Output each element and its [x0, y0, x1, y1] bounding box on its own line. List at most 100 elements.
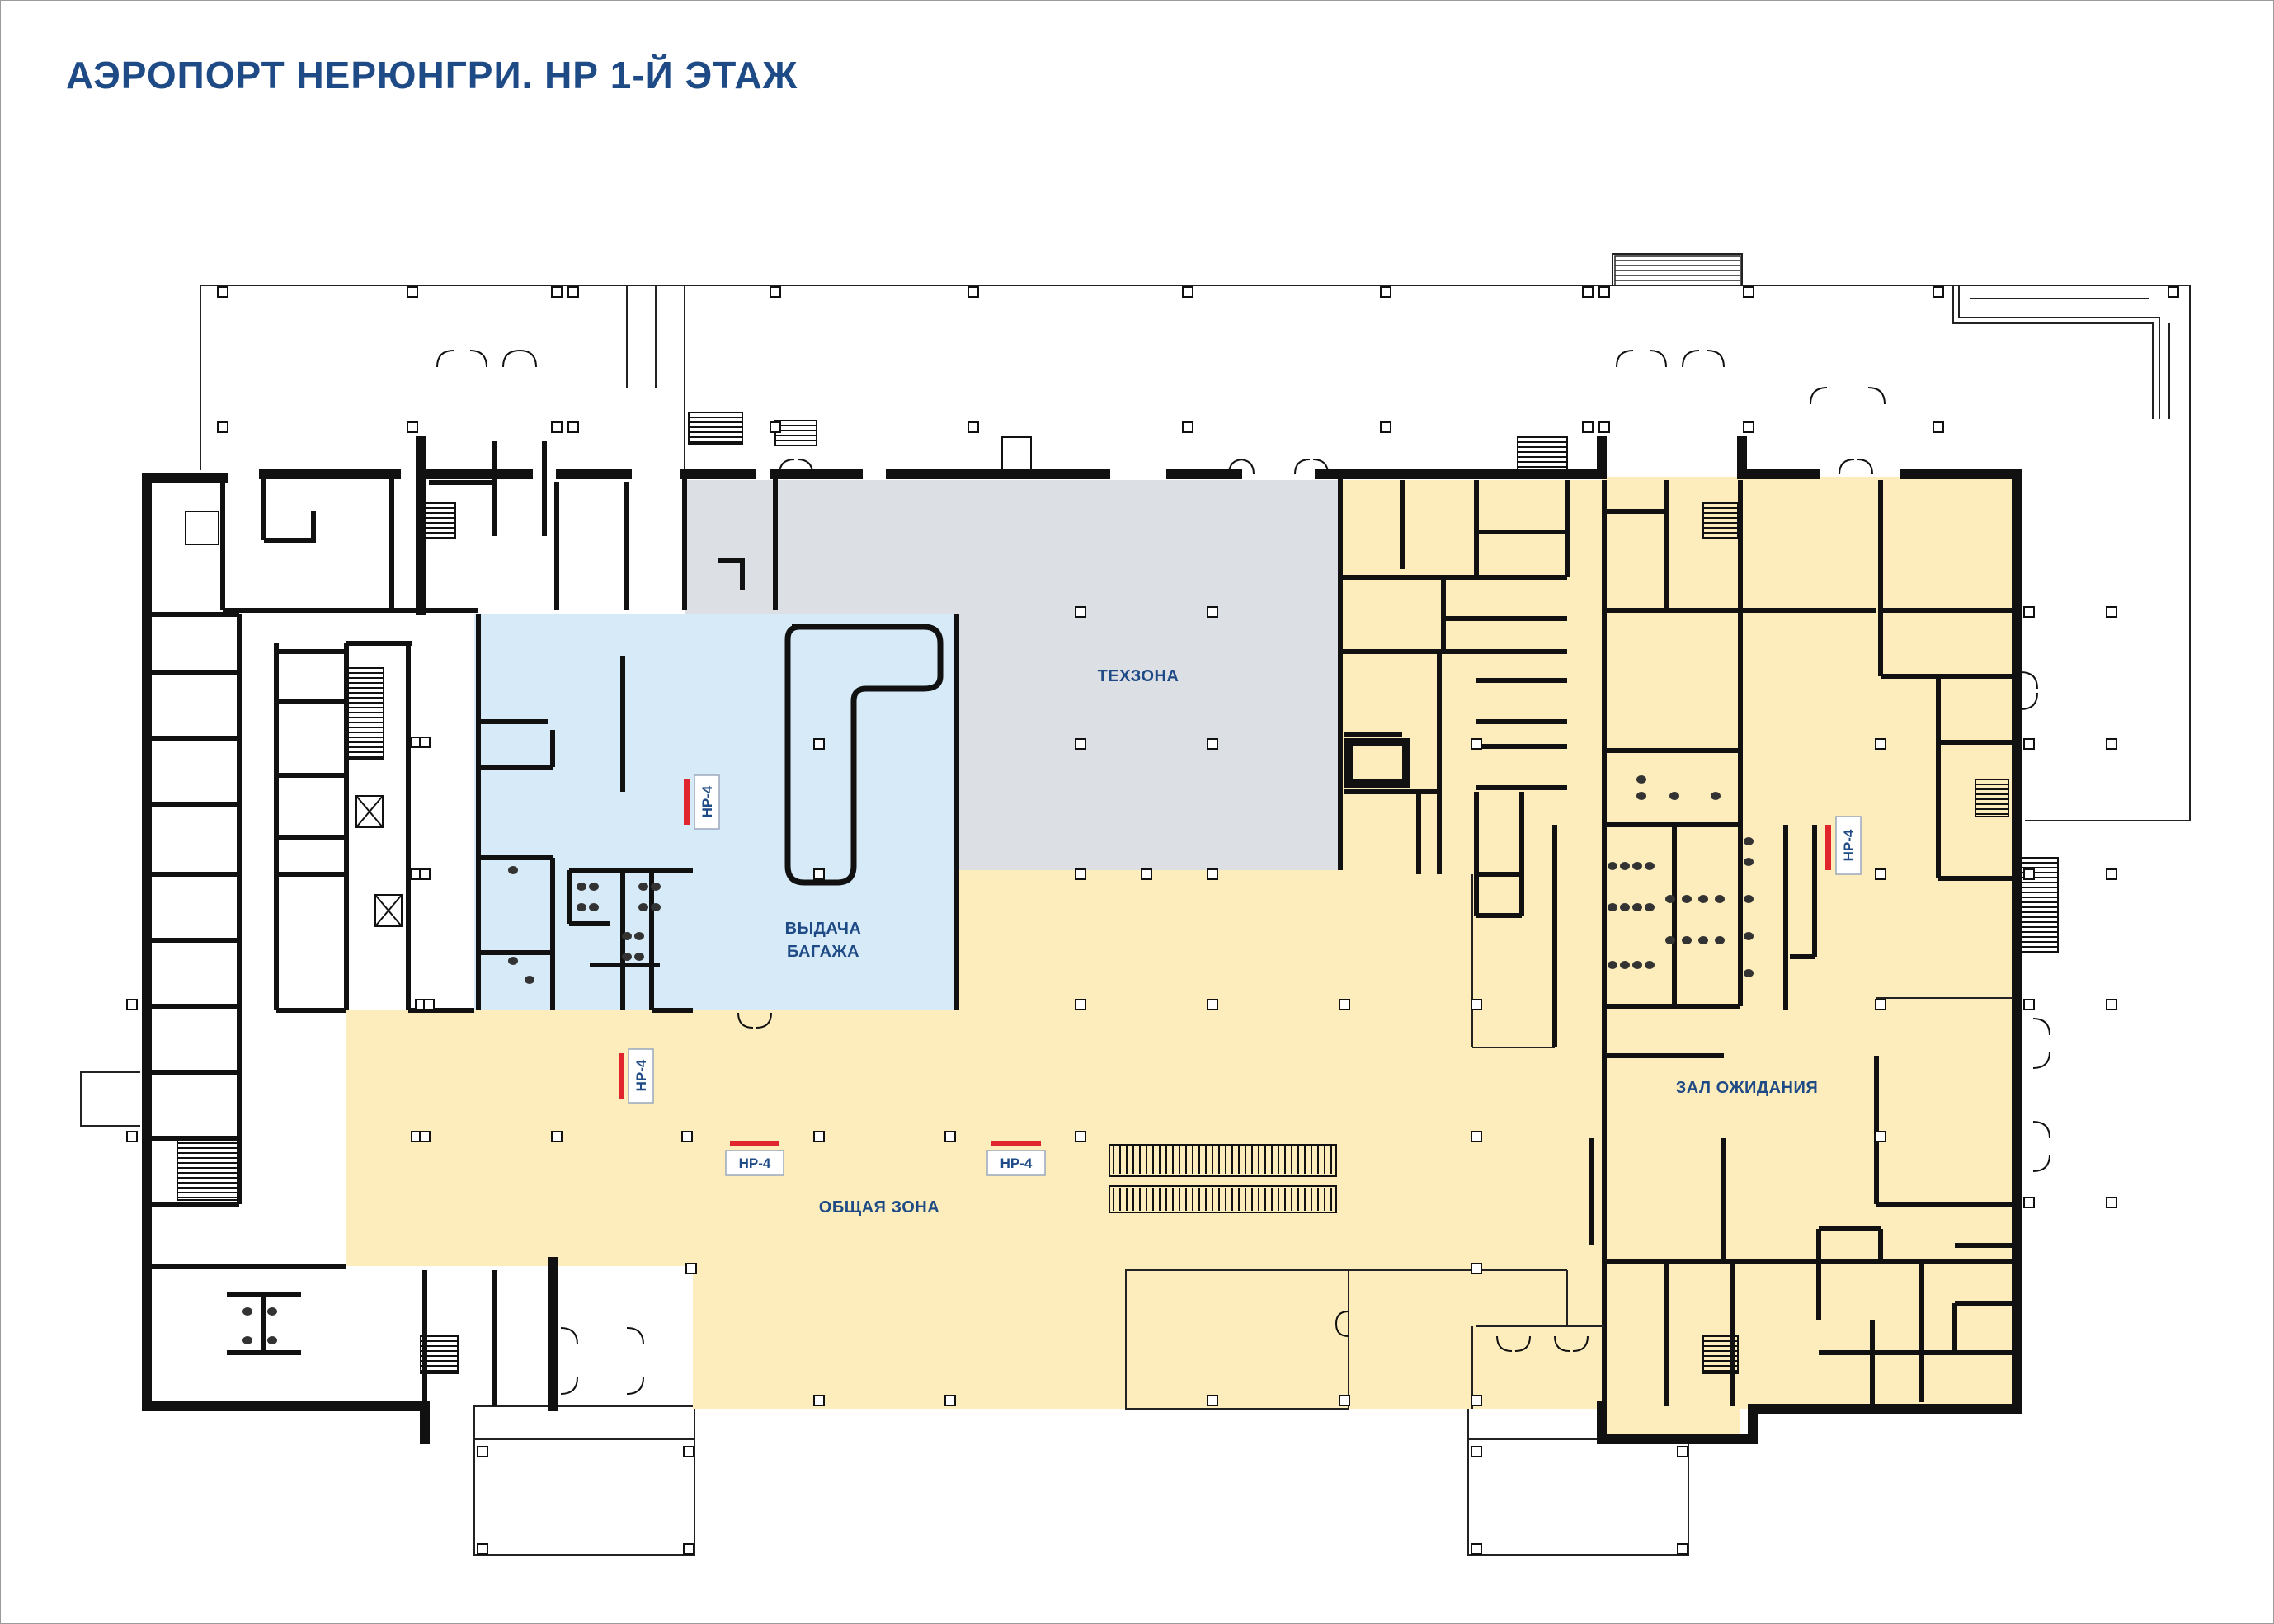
escalators — [1109, 1144, 1337, 1213]
column-marker — [1471, 738, 1482, 750]
column-marker — [1471, 1263, 1482, 1274]
column-marker — [567, 286, 579, 298]
marker-hp4-vertical-common: НР-4 — [619, 1048, 654, 1104]
toilet-fixture — [651, 883, 661, 891]
zone-label-common: ОБЩАЯ ЗОНА — [819, 1198, 939, 1217]
column-marker — [126, 1131, 138, 1142]
toilet-fixture — [508, 957, 518, 965]
column-marker — [551, 1131, 563, 1142]
column-marker — [407, 286, 418, 298]
toilet-fixture — [1711, 792, 1721, 800]
zone-label-baggage-2: БАГАЖА — [787, 943, 859, 961]
column-marker — [1875, 1131, 1886, 1142]
toilet-fixture — [651, 903, 661, 911]
column-marker — [944, 1131, 956, 1142]
column-marker — [2106, 606, 2117, 618]
column-marker — [1207, 999, 1218, 1010]
column-marker — [1743, 421, 1754, 433]
toilet-fixture — [1632, 961, 1642, 969]
toilet-fixtures — [242, 775, 1754, 1344]
toilet-fixture — [1744, 969, 1754, 977]
column-marker — [423, 999, 435, 1010]
column-marker — [770, 286, 781, 298]
toilet-fixture — [1620, 961, 1630, 969]
toilet-fixture — [638, 883, 648, 891]
toilet-fixture — [622, 932, 632, 940]
column-marker — [1075, 738, 1086, 750]
column-marker — [217, 286, 228, 298]
toilet-fixture — [1636, 775, 1646, 784]
column-marker — [1582, 286, 1594, 298]
column-marker — [944, 1395, 956, 1406]
zone-label-waiting: ЗАЛ ОЖИДАНИЯ — [1676, 1079, 1818, 1097]
toilet-fixture — [1608, 961, 1617, 969]
toilet-fixture — [638, 903, 648, 911]
column-marker — [813, 738, 825, 750]
column-marker — [2023, 738, 2035, 750]
column-marker — [1075, 606, 1086, 618]
column-marker — [1075, 1131, 1086, 1142]
column-marker — [1380, 421, 1391, 433]
toilet-fixture — [1608, 862, 1617, 870]
column-marker — [2106, 1197, 2117, 1208]
column-marker — [1471, 999, 1482, 1010]
canopy-outline — [80, 253, 2191, 1556]
common-zone-area — [346, 477, 2013, 1439]
toilet-fixture — [1645, 862, 1655, 870]
toilet-fixture — [267, 1307, 277, 1316]
toilet-fixture — [1744, 932, 1754, 940]
column-marker — [813, 1131, 825, 1142]
marker-hp4-horizontal-left: НР-4 — [725, 1141, 784, 1176]
canopy-stairs — [1614, 255, 1741, 286]
column-marker — [1598, 286, 1610, 298]
toilet-fixture — [634, 932, 644, 940]
column-marker — [683, 1543, 694, 1555]
toilet-fixture — [1608, 903, 1617, 911]
toilet-fixture — [1620, 862, 1630, 870]
toilet-fixture — [1682, 936, 1692, 944]
column-marker — [407, 421, 418, 433]
toilet-fixture — [1665, 895, 1675, 903]
column-marker — [477, 1446, 488, 1457]
toilet-fixture — [1744, 895, 1754, 903]
marker-label: НР-4 — [699, 785, 715, 817]
toilet-fixture — [1698, 936, 1708, 944]
column-marker — [1182, 286, 1193, 298]
exterior-walls — [142, 436, 2022, 1444]
page-title: АЭРОПОРТ НЕРЮНГРИ. НР 1-Й ЭТАЖ — [66, 54, 798, 96]
column-marker — [419, 737, 431, 748]
zone-label-baggage-1: ВЫДАЧА — [785, 920, 862, 938]
toilet-fixture — [1715, 895, 1725, 903]
baggage-carousel — [784, 624, 944, 886]
column-marker — [681, 1131, 693, 1142]
stairwells — [177, 412, 2059, 1374]
column-marker — [683, 1446, 694, 1457]
column-marker — [551, 286, 563, 298]
marker-label: НР-4 — [739, 1156, 771, 1171]
toilet-fixture — [1682, 895, 1692, 903]
column-marker — [1207, 868, 1218, 880]
marker-label: НР-4 — [1841, 829, 1857, 861]
marker-label: НР-4 — [633, 1059, 649, 1091]
column-marker — [1182, 421, 1193, 433]
elevators — [355, 795, 403, 927]
column-marker — [1743, 286, 1754, 298]
toilet-fixture — [242, 1307, 252, 1316]
column-marker — [2023, 1197, 2035, 1208]
column-marker — [126, 999, 138, 1010]
column-marker — [1207, 738, 1218, 750]
toilet-fixture — [1632, 862, 1642, 870]
column-marker — [968, 421, 979, 433]
toilet-fixture — [1744, 837, 1754, 845]
column-marker — [1582, 421, 1594, 433]
column-marker — [2106, 868, 2117, 880]
toilet-fixture — [1645, 903, 1655, 911]
column-marker — [813, 868, 825, 880]
toilet-fixture — [1636, 792, 1646, 800]
column-marker — [2106, 999, 2117, 1010]
toilet-fixture — [577, 903, 586, 911]
marker-hp4-horizontal-right: НР-4 — [986, 1141, 1046, 1176]
column-marker — [1207, 1395, 1218, 1406]
column-marker — [1207, 606, 1218, 618]
